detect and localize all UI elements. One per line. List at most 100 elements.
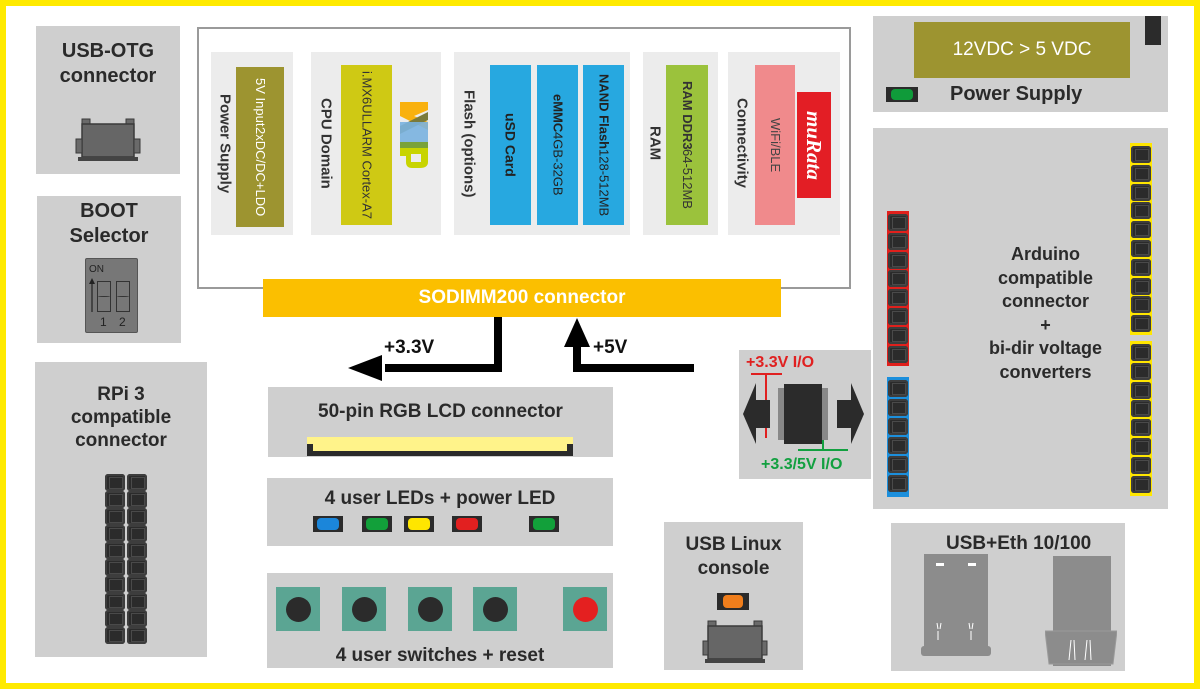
usb-eth-title: USB+Eth 10/100 — [946, 533, 1092, 554]
level-shifter-block: +3.3V I/O +3.3/5V I/O — [739, 350, 871, 479]
arduino-pin — [888, 214, 908, 231]
wifi-ble-block: WiFi/BLE — [755, 65, 795, 225]
user-switch[interactable] — [276, 587, 320, 631]
arduino-pin — [1131, 381, 1151, 399]
rpi-pin — [105, 542, 125, 559]
sodimm-connector: SODIMM200 connector — [263, 279, 781, 317]
arduino-pin — [888, 326, 908, 344]
power-supply-title: Power Supply — [950, 83, 1083, 105]
usb-otg-title: USB-OTG connector — [59, 40, 157, 87]
switches-title: 4 user switches + reset — [335, 645, 545, 666]
usd-card-block: uSD Card — [490, 65, 531, 225]
power-rails-arrows — [348, 317, 694, 381]
leds-title: 4 user LEDs + power LED — [324, 488, 556, 509]
arduino-pin — [888, 308, 908, 325]
power-supply-led — [886, 87, 918, 102]
dip-switch-1[interactable] — [97, 281, 111, 312]
arduino-pin — [888, 270, 908, 288]
boot-selector-title: BOOT Selector — [69, 200, 149, 247]
user-switch[interactable] — [473, 587, 517, 631]
converter-block: 12VDC > 5 VDC — [914, 22, 1130, 78]
arduino-header-digital-high — [1130, 143, 1152, 335]
ethernet-port-icon — [1045, 556, 1117, 666]
arduino-header-analog — [887, 377, 909, 497]
on-arrow-icon — [89, 278, 95, 312]
rail-3v3-arrowhead-icon — [348, 355, 382, 381]
arduino-pin — [888, 345, 908, 363]
arduino-pin — [1131, 296, 1151, 314]
arduino-pin — [888, 456, 908, 473]
power-input-block: 5V Input 2xDC/DC+LDO — [236, 67, 284, 227]
arduino-pin — [1131, 362, 1151, 380]
dip-switch[interactable]: ON 1 2 — [85, 258, 138, 333]
arduino-header-digital-low — [1130, 341, 1152, 496]
rpi-pin — [127, 627, 147, 644]
rpi-pin — [127, 474, 147, 491]
user-led — [404, 516, 434, 532]
rpi-pin — [127, 525, 147, 542]
rpi-pin — [127, 593, 147, 610]
ram-block: RAM DDR3 64-512MB — [666, 65, 708, 225]
console-led — [717, 593, 749, 610]
rpi-connector-block: RPi 3 compatible connector — [35, 362, 207, 657]
power-jack-icon — [1145, 16, 1161, 45]
rpi-pin — [127, 542, 147, 559]
rail-5v-arrow-icon — [573, 345, 694, 372]
som-section-connectivity: Connectivity WiFi/BLE muRata — [728, 52, 840, 235]
arduino-pin — [1131, 456, 1151, 474]
user-led — [313, 516, 343, 532]
lcd-fpc-connector-icon — [307, 437, 573, 456]
rail-5v-label: +5V — [593, 337, 628, 358]
arduino-pin — [888, 380, 908, 397]
arduino-pin — [888, 437, 908, 454]
arduino-pin — [1131, 183, 1151, 201]
user-switch[interactable] — [408, 587, 452, 631]
arduino-pin — [1131, 202, 1151, 220]
rpi-pin-header — [105, 474, 149, 647]
power-supply-block: 12VDC > 5 VDC Power Supply — [873, 16, 1168, 112]
arduino-pin — [1131, 400, 1151, 418]
rpi-pin — [105, 525, 125, 542]
boot-selector-block: BOOT Selector ON 1 2 — [37, 196, 181, 343]
rpi-pin — [127, 559, 147, 576]
rpi-pin — [105, 491, 125, 508]
rpi-pin — [105, 576, 125, 593]
arduino-header-power — [887, 211, 909, 366]
arduino-pin — [888, 289, 908, 307]
som-section-flash: Flash (options) uSD Card eMMC 4GB-32GB N… — [454, 52, 630, 235]
lcd-title: 50-pin RGB LCD connector — [318, 401, 563, 422]
arduino-pin — [1131, 221, 1151, 239]
rpi-title: RPi 3 compatible connector — [70, 384, 172, 451]
usb-console-title: USB Linux console — [685, 534, 782, 579]
murata-logo-icon: muRata — [797, 92, 831, 198]
user-switch[interactable] — [342, 587, 386, 631]
arduino-pin — [1131, 164, 1151, 182]
arduino-pin — [1131, 277, 1151, 295]
emmc-block: eMMC 4GB-32GB — [537, 65, 578, 225]
arduino-pin — [1131, 315, 1151, 333]
arduino-pin — [1131, 146, 1151, 163]
lcd-connector-block: 50-pin RGB LCD connector — [268, 387, 613, 457]
reset-button[interactable] — [563, 587, 607, 631]
rpi-pin — [105, 610, 125, 627]
rail-3v3-label: +3.3V — [384, 337, 435, 358]
usb-host-port-icon — [921, 554, 991, 656]
user-leds-block: 4 user LEDs + power LED — [267, 478, 613, 546]
rpi-pin — [127, 491, 147, 508]
dip-switch-2[interactable] — [116, 281, 130, 312]
usb-console-block: USB Linux console — [664, 522, 803, 670]
cpu-block: i.MX6ULL ARM Cortex-A7 — [341, 65, 392, 225]
rpi-pin — [105, 627, 125, 644]
usb-eth-block: USB+Eth 10/100 — [891, 523, 1125, 671]
rpi-pin — [127, 508, 147, 525]
som-section-cpu-domain: CPU Domain i.MX6ULL ARM Cortex-A7 — [311, 52, 441, 235]
arduino-pin — [888, 475, 908, 492]
usb-connector-icon — [75, 118, 141, 161]
power-led — [529, 516, 559, 532]
user-led — [452, 516, 482, 532]
arduino-pin — [888, 232, 908, 250]
nxp-logo-icon — [400, 102, 428, 168]
arduino-pin — [1131, 475, 1151, 493]
arduino-pin — [888, 418, 908, 435]
som-section-ram: RAM DDR3 64-512MB RAM — [643, 52, 718, 235]
